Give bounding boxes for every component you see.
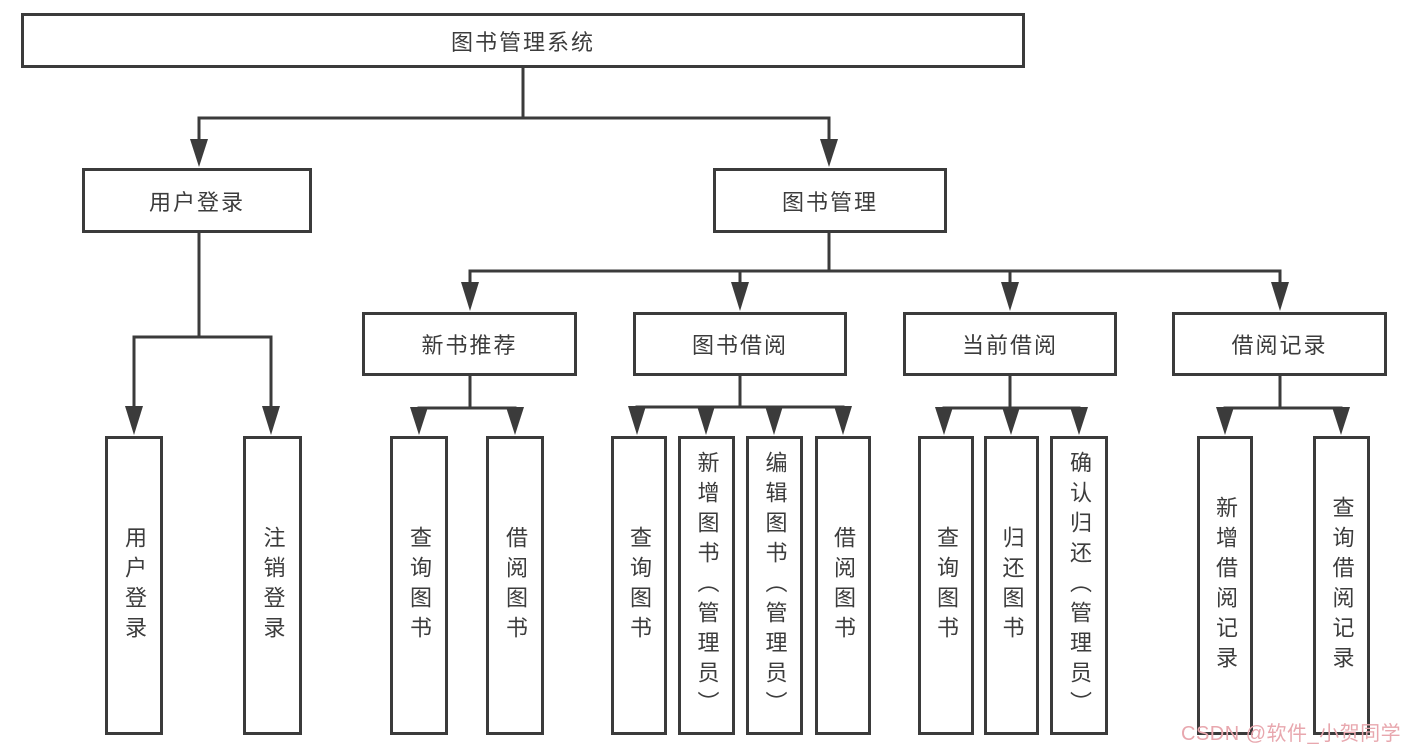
node-label: 查询图书 [627, 525, 652, 646]
node-label: 借阅图书 [503, 525, 528, 646]
wire-arrowhead [1332, 407, 1350, 435]
leaf-add-borrow-record: 新增借阅记录 [1197, 436, 1253, 735]
node-label: 确认归还（管理员） [1067, 450, 1092, 721]
wire-arrowhead [190, 139, 208, 167]
node-label: 查询图书 [934, 525, 959, 646]
connector-new-book-children [410, 374, 524, 435]
wire-arrowhead [410, 407, 428, 435]
node-user-login: 用户登录 [82, 168, 312, 233]
node-current-borrow: 当前借阅 [903, 312, 1117, 376]
node-label: 借阅图书 [831, 525, 856, 646]
connector-user-login-children [125, 231, 280, 435]
leaf-user-login: 用户登录 [105, 436, 163, 735]
wire-arrowhead [1216, 407, 1234, 435]
wire-arrowhead [1001, 282, 1019, 311]
node-label: 新增图书（管理员） [694, 450, 720, 721]
node-new-book-recommend: 新书推荐 [362, 312, 577, 376]
wire-arrowhead [765, 406, 783, 435]
node-label: 图书管理系统 [450, 29, 595, 55]
node-label: 查询借阅记录 [1329, 495, 1355, 676]
node-label: 新增借阅记录 [1213, 495, 1238, 676]
wire-arrowhead [834, 406, 852, 435]
node-label: 编辑图书（管理员） [762, 450, 788, 721]
connector-book-borrow-children [628, 374, 852, 435]
leaf-return-books: 归还图书 [984, 436, 1039, 735]
leaf-query-books-recommend: 查询图书 [390, 436, 448, 735]
leaf-query-books-current: 查询图书 [918, 436, 974, 735]
wire-arrowhead [731, 282, 749, 311]
leaf-logout: 注销登录 [243, 436, 302, 735]
connector-borrow-records-children [1216, 374, 1350, 435]
wire-arrowhead [461, 282, 479, 311]
leaf-query-borrow-record: 查询借阅记录 [1313, 436, 1370, 735]
leaf-edit-book-admin: 编辑图书（管理员） [746, 436, 803, 735]
node-label: 用户登录 [148, 189, 245, 215]
wire-arrowhead [1070, 407, 1088, 435]
csdn-watermark: CSDN @软件_小贺同学 [1181, 723, 1402, 745]
node-label: 图书借阅 [691, 333, 788, 358]
node-book-borrow: 图书借阅 [633, 312, 847, 376]
node-book-management-system: 图书管理系统 [21, 13, 1025, 68]
wire-arrowhead [697, 406, 715, 435]
node-label: 新书推荐 [421, 333, 518, 358]
connector-book-mgmt-to-level3 [461, 231, 1289, 311]
leaf-confirm-return-admin: 确认归还（管理员） [1050, 436, 1108, 735]
leaf-borrow-books-recommend: 借阅图书 [486, 436, 544, 735]
node-label: 图书管理 [781, 189, 878, 215]
leaf-query-books-borrow: 查询图书 [611, 436, 667, 735]
wire-arrowhead [125, 406, 143, 435]
node-book-management: 图书管理 [713, 168, 947, 233]
node-label: 用户登录 [122, 525, 147, 646]
node-label: 归还图书 [999, 525, 1025, 646]
node-label: 当前借阅 [961, 333, 1058, 358]
node-label: 借阅记录 [1231, 333, 1328, 358]
connector-root-to-level2 [190, 66, 838, 167]
leaf-borrow-books-borrow: 借阅图书 [815, 436, 871, 735]
node-borrow-records: 借阅记录 [1172, 312, 1387, 376]
wire-arrowhead [935, 407, 953, 435]
node-label: 查询图书 [407, 525, 432, 646]
connector-current-borrow-children [935, 374, 1088, 435]
wire-arrowhead [506, 407, 524, 435]
wire-arrowhead [1002, 407, 1020, 435]
wire-arrowhead [1271, 282, 1289, 311]
leaf-add-book-admin: 新增图书（管理员） [678, 436, 735, 735]
wire-arrowhead [262, 406, 280, 435]
node-label: 注销登录 [260, 525, 286, 646]
wire-arrowhead [628, 406, 646, 435]
wire-arrowhead [820, 139, 838, 167]
